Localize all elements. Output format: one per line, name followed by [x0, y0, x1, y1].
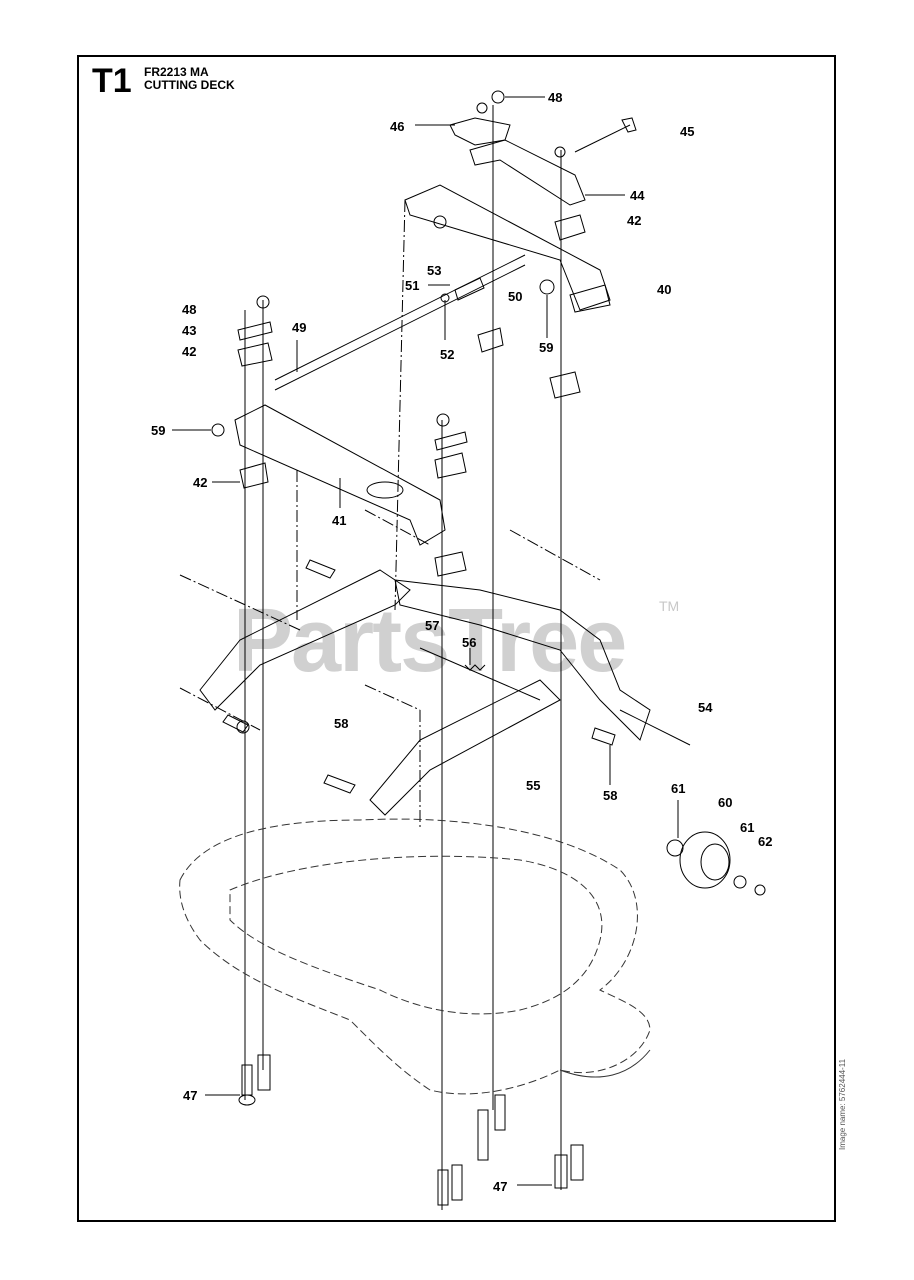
callout-55: 55: [526, 778, 541, 793]
bracket-44: [469, 139, 586, 206]
callout-60: 60: [718, 795, 733, 810]
link-rod-49: [274, 254, 526, 381]
callout-62: 62: [758, 834, 773, 849]
callout-45: 45: [680, 124, 695, 139]
turnbuckle-53: [454, 277, 485, 301]
callout-59-left: 59: [151, 423, 166, 438]
callout-50: 50: [508, 289, 523, 304]
callout-41: 41: [332, 513, 347, 528]
callout-56: 56: [462, 635, 477, 650]
callout-58-left: 58: [334, 716, 349, 731]
guide-2: [179, 687, 261, 731]
callout-49: 49: [292, 320, 307, 335]
guide-1: [179, 574, 301, 631]
guide-4: [509, 529, 601, 581]
clamp-42-right: [549, 371, 581, 399]
section-code: T1: [92, 62, 132, 100]
link-rod-49b: [274, 264, 526, 391]
bolt-mid-1: [477, 1109, 489, 1161]
callout-51: 51: [405, 278, 420, 293]
clamp-42c: [239, 462, 269, 489]
nut-48a: [491, 90, 505, 104]
callout-47-right: 47: [493, 1179, 508, 1194]
bushing-41: [366, 481, 404, 499]
callout-52: 52: [440, 347, 455, 362]
guide-3: [364, 684, 421, 711]
lever-left: [199, 569, 411, 711]
bolt-lower-58: [323, 774, 356, 794]
section-title: CUTTING DECK: [144, 78, 235, 92]
spring-56: [464, 664, 486, 671]
callout-43: 43: [182, 323, 197, 338]
nut-59b: [539, 279, 555, 295]
clamp-42b: [237, 342, 273, 367]
plate-center: [434, 431, 468, 451]
callout-42-left: 42: [182, 344, 197, 359]
bolt-center-2: [451, 1164, 463, 1201]
bolt-right-1: [554, 1154, 568, 1189]
clamp-50: [477, 327, 504, 353]
plate-46: [449, 117, 511, 146]
nut-48b: [256, 295, 270, 309]
washer-52: [440, 293, 450, 303]
axle-54: [619, 709, 691, 746]
callout-61: 61: [671, 781, 686, 796]
deck-outline: [179, 818, 651, 1095]
washer-61a: [666, 839, 684, 857]
bolt-left-top: [305, 559, 336, 579]
model-title: FR2213 MA CUTTING DECK: [144, 66, 235, 92]
bolt-mid-2: [494, 1094, 506, 1131]
plate-43: [237, 321, 273, 341]
clamp-42a: [554, 214, 586, 241]
lever-right: [394, 579, 651, 741]
callout-58-right: 58: [603, 788, 618, 803]
deck-skirt: [559, 1049, 651, 1078]
clip-62: [754, 884, 766, 896]
diagram-frame: [77, 55, 836, 1222]
washer-61b: [733, 875, 747, 889]
arm-40-end: [569, 284, 611, 313]
callout-40: 40: [657, 282, 672, 297]
callout-42-lower: 42: [193, 475, 208, 490]
bolt-right-2: [570, 1144, 584, 1181]
callout-44: 44: [630, 188, 645, 203]
callout-48: 48: [548, 90, 563, 105]
clamp-center: [434, 452, 467, 479]
callout-57: 57: [425, 618, 440, 633]
nut-40a: [433, 215, 447, 229]
watermark-tm: TM: [659, 598, 680, 614]
leader-45: [574, 124, 631, 153]
bolt-47b: [257, 1054, 271, 1091]
bolt-right-58: [591, 727, 616, 746]
guide-6: [394, 199, 406, 611]
callout-48-left: 48: [182, 302, 197, 317]
callout-54: 54: [698, 700, 713, 715]
callout-53: 53: [427, 263, 442, 278]
roller-60-face: [700, 843, 730, 881]
callout-46: 46: [390, 119, 405, 134]
shaft-56: [419, 647, 541, 701]
callout-61-b: 61: [740, 820, 755, 835]
bolt-head-47a: [238, 1094, 256, 1106]
nut-center: [436, 413, 450, 427]
nut-59a: [211, 423, 225, 437]
callout-47-left: 47: [183, 1088, 198, 1103]
arm-41: [234, 404, 446, 546]
watermark: PartsTree: [233, 591, 627, 691]
model-number: FR2213 MA: [144, 65, 209, 79]
nut-top-small: [476, 102, 488, 114]
bolt-center-1: [437, 1169, 449, 1206]
pin-45: [621, 117, 637, 133]
deck-inner: [229, 855, 603, 1015]
nut-45-small: [554, 146, 566, 158]
arm-40: [404, 184, 611, 311]
bolt-47a: [241, 1064, 253, 1096]
callout-42: 42: [627, 213, 642, 228]
callout-59-right: 59: [539, 340, 554, 355]
clamp-center-2: [434, 551, 467, 577]
roller-60: [679, 831, 731, 889]
